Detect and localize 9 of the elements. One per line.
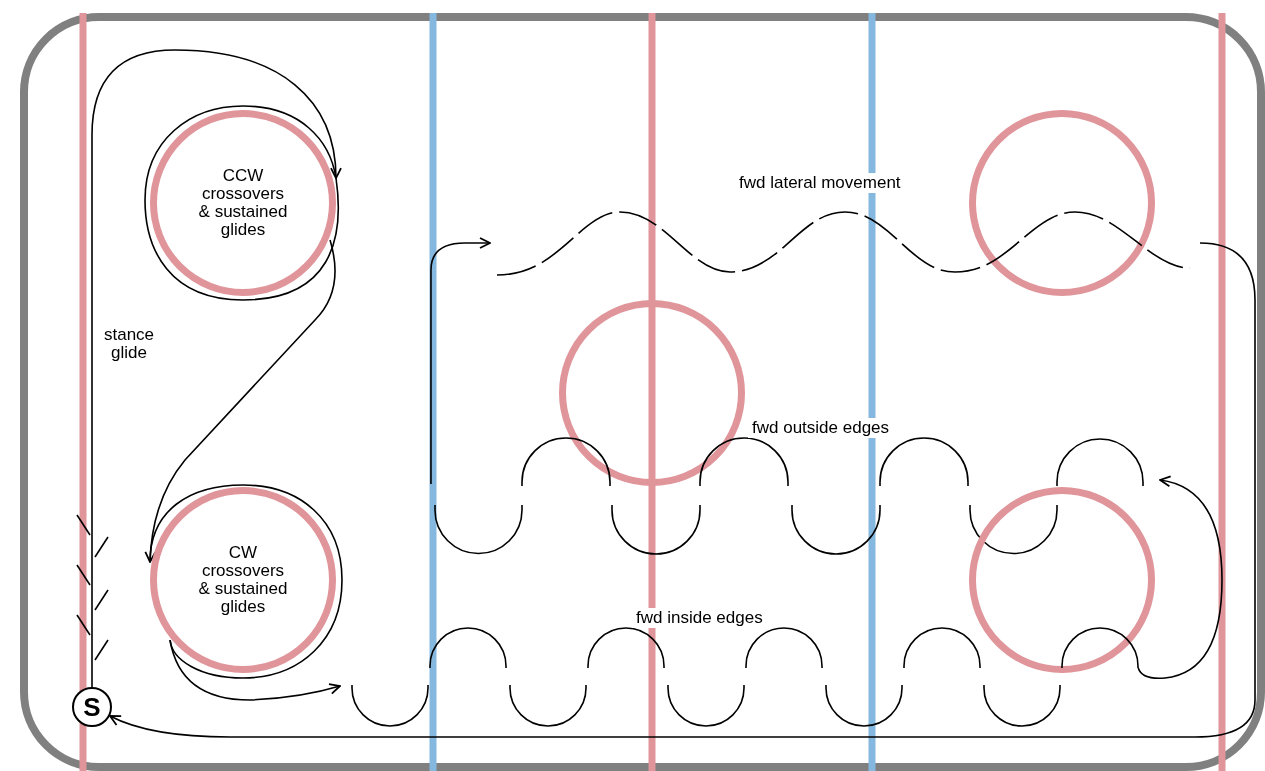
arrow xyxy=(91,49,342,688)
arrow xyxy=(430,237,491,485)
arrow xyxy=(169,639,341,701)
arrow xyxy=(144,239,336,563)
arrow xyxy=(109,242,1256,738)
start-marker: S xyxy=(72,687,112,727)
circle-label: CW crossovers & sustained glides xyxy=(197,544,289,616)
arrow xyxy=(1137,476,1223,680)
circle-label: CCW crossovers & sustained glides xyxy=(197,167,289,239)
